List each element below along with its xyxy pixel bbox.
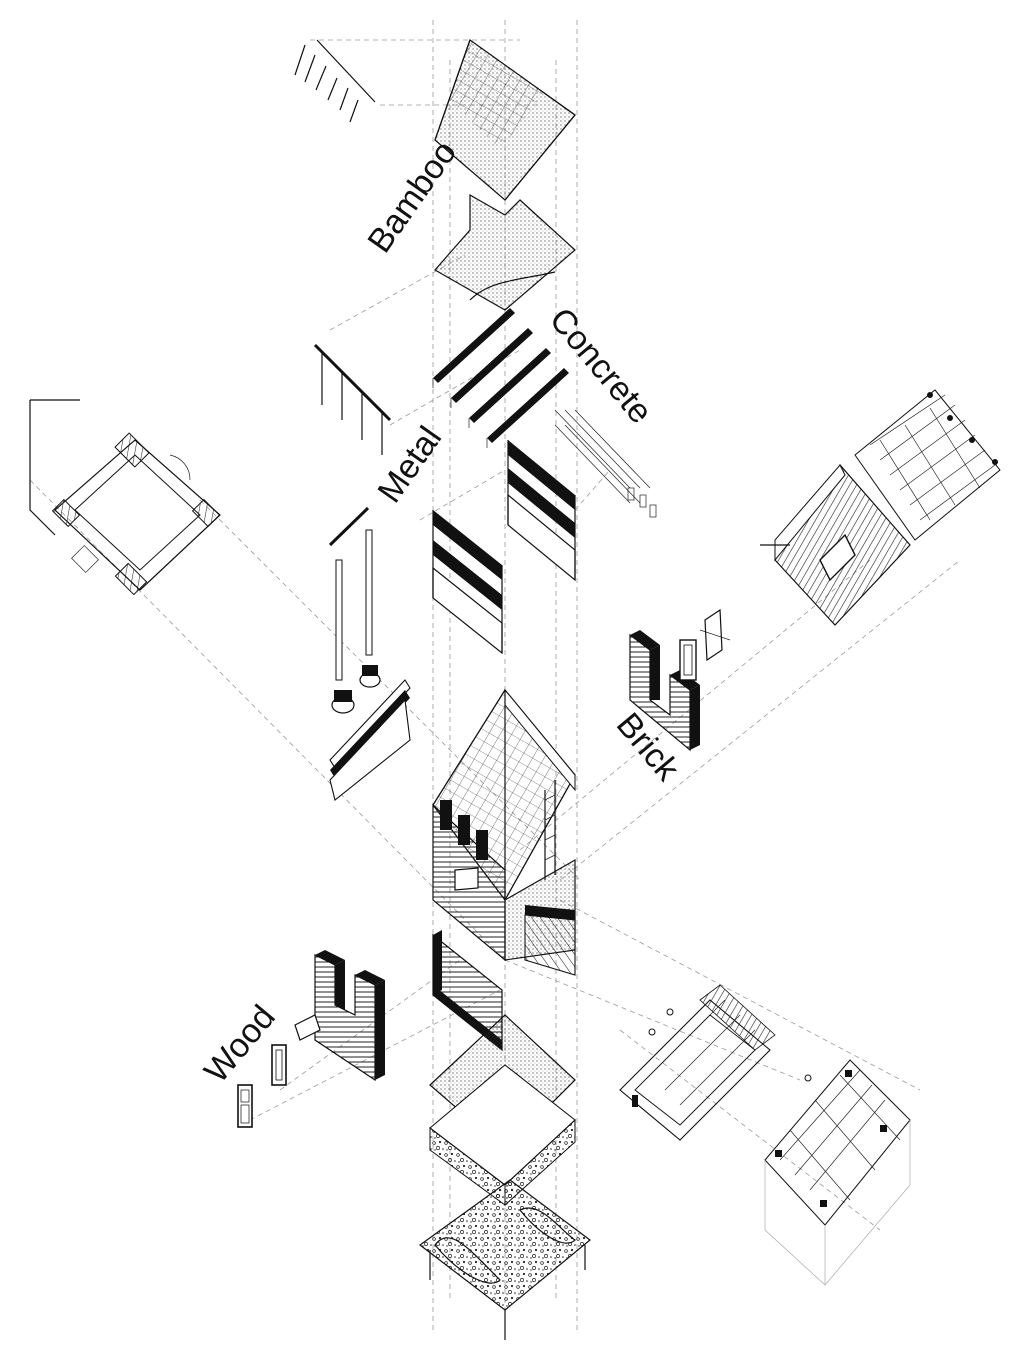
foundation-base [418,1179,591,1340]
wood-wall-component [314,950,385,1082]
concrete-wall-panels-right [507,440,576,582]
floor-plan-left [29,399,221,596]
elevation-right [760,389,1001,626]
assembled-house [432,688,576,976]
label-wood: Wood [197,998,283,1090]
bamboo-roof-frame [294,39,376,123]
metal-long-beam [329,679,411,801]
label-bamboo: Bamboo [360,134,464,260]
plan-lower-right-1 [619,984,776,1141]
label-concrete: Concrete [542,301,660,431]
plan-lower-right-2 [764,1059,911,1286]
wood-door-window [237,1014,321,1128]
metal-ladder [554,409,657,518]
brick-window-frames [679,608,731,681]
concrete-beams [432,308,569,448]
brick-wall-component [629,630,700,752]
bamboo-roof-panel [434,39,576,201]
gravel-layer [429,1064,576,1207]
metal-frame [313,343,392,455]
concrete-wall-panels-left [432,510,503,655]
bamboo-posts [328,506,381,714]
bamboo-floor-panel [434,193,576,311]
